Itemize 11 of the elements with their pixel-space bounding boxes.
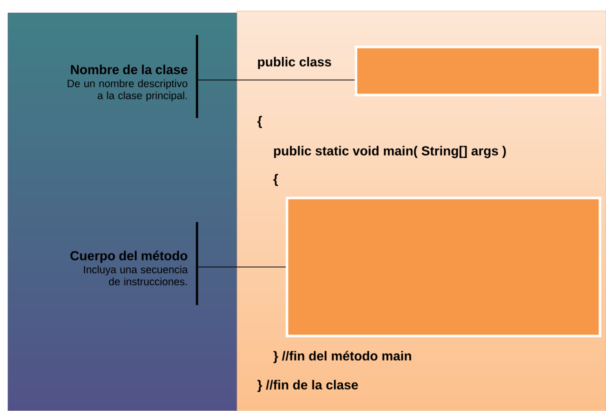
callout: Cuerpo del método Incluya una secuencia de instrucciones. bbox=[70, 222, 198, 305]
code-line: public class bbox=[258, 56, 332, 70]
code-line: { bbox=[257, 116, 262, 128]
code-line: } //fin de la clase bbox=[257, 380, 358, 392]
leader-line bbox=[196, 266, 286, 268]
code-line: public static void main( String[] args ) bbox=[274, 146, 506, 158]
callout: Nombre de la clase De un nombre descriptivo a la clase principal. bbox=[68, 35, 198, 118]
code-line: } //fin del método main bbox=[273, 350, 412, 364]
code-line: { bbox=[273, 174, 278, 186]
placeholder-box bbox=[286, 196, 602, 338]
placeholder-box bbox=[354, 46, 602, 96]
